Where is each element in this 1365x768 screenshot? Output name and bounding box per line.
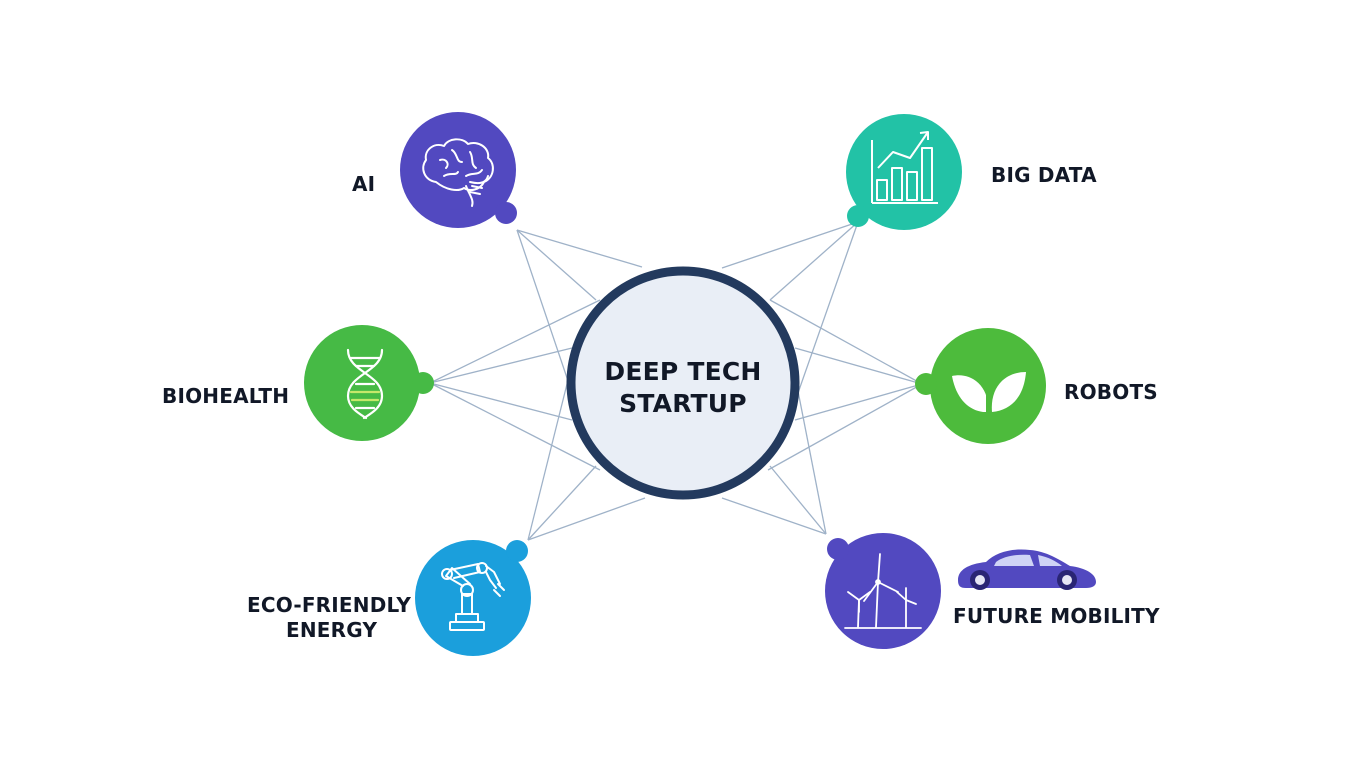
- ai-circle: [400, 112, 516, 228]
- connector-line: [794, 347, 923, 385]
- hub-title-line1: DEEP TECH: [604, 357, 762, 386]
- robots-connector-dot: [915, 373, 937, 395]
- connector-line: [721, 497, 827, 535]
- bar-chart-icon: [871, 131, 938, 204]
- connector-line: [517, 230, 528, 540]
- connector-line: [429, 382, 573, 421]
- connector-line: [769, 299, 923, 385]
- central-hub: [566, 266, 800, 500]
- connector-line: [527, 497, 646, 541]
- connector-line: [429, 299, 601, 384]
- connector-line: [769, 221, 859, 301]
- big-data-connector-dot: [847, 205, 869, 227]
- label-energy-line1: ECO-FRIENDLY: [247, 593, 412, 617]
- car-icon: [958, 549, 1096, 590]
- connector-line: [794, 383, 923, 421]
- connector-line: [721, 221, 859, 269]
- label-big-data: BIG DATA: [991, 163, 1097, 187]
- wind-turbine-icon: [844, 553, 922, 629]
- label-energy: ECO-FRIENDLY ENERGY: [247, 593, 411, 643]
- big-data-circle: [846, 114, 962, 230]
- connector-lines: [429, 221, 923, 541]
- robots-circle: [930, 328, 1046, 444]
- mobility-circle: [825, 533, 941, 649]
- node-biohealth: [304, 325, 434, 441]
- connector-line: [527, 465, 597, 541]
- label-biohealth: BIOHEALTH: [162, 384, 290, 408]
- label-robots: ROBOTS: [1064, 380, 1158, 404]
- node-mobility: [825, 533, 941, 649]
- node-ai: [400, 112, 517, 228]
- node-big-data: [846, 114, 962, 230]
- dna-icon: [346, 348, 384, 420]
- connector-line: [516, 229, 597, 301]
- node-energy: [415, 540, 531, 656]
- brain-icon: [422, 138, 494, 207]
- label-mobility: FUTURE MOBILITY: [953, 604, 1160, 628]
- hub-title-line2: STARTUP: [619, 389, 747, 418]
- node-robots: [915, 328, 1046, 444]
- connector-line: [517, 222, 858, 230]
- connector-line: [429, 382, 601, 471]
- energy-connector-dot: [506, 540, 528, 562]
- hub-circle: [566, 266, 800, 500]
- hub-title: DEEP TECH STARTUP: [573, 356, 793, 420]
- connector-line: [516, 229, 643, 268]
- ai-connector-dot: [495, 202, 517, 224]
- robot-arm-icon: [441, 562, 505, 631]
- connector-line: [767, 383, 923, 471]
- label-ai: AI: [352, 172, 376, 196]
- label-energy-line2: ENERGY: [286, 618, 378, 642]
- connector-line: [769, 465, 827, 535]
- mobility-connector-dot: [827, 538, 849, 560]
- leaves-icon: [952, 372, 1026, 412]
- connector-line: [429, 347, 573, 384]
- biohealth-connector-dot: [412, 372, 434, 394]
